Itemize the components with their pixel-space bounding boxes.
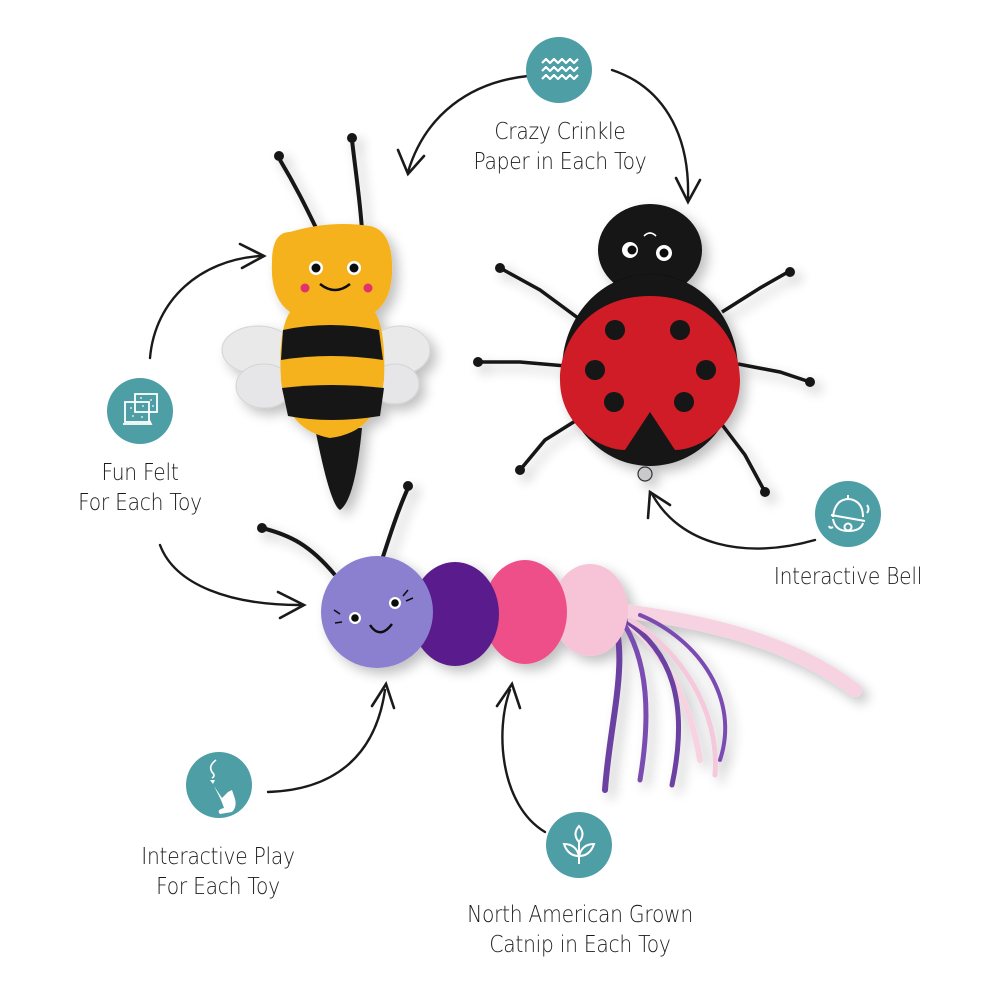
felt-sheets-icon	[123, 393, 158, 425]
bell-icon	[828, 495, 870, 533]
arrow-felt-to-caterpillar	[158, 543, 302, 607]
arrow-catnip-to-caterpillar	[501, 688, 547, 834]
felt-badge	[107, 378, 173, 444]
arrow-bell-to-ladybug	[650, 492, 817, 550]
caterpillar-toy	[257, 481, 862, 793]
play-label: Interactive Play For Each Toy	[141, 844, 295, 900]
arrow-felt-to-bee	[148, 254, 262, 360]
crinkle-label: Crazy Crinkle Paper in Each Toy	[473, 119, 647, 175]
felt-label: Fun Felt For Each Toy	[78, 460, 202, 516]
arrows	[148, 68, 817, 834]
arrow-crinkle-to-ladybug	[610, 68, 690, 200]
cat-playing-icon	[209, 759, 236, 814]
arrow-play-to-caterpillar	[266, 688, 387, 794]
plant-sprout-icon	[562, 824, 596, 864]
catnip-badge	[546, 812, 612, 878]
crinkle-badge	[526, 37, 592, 103]
catnip-label: North American Grown Catnip in Each Toy	[467, 902, 693, 958]
waves-icon	[541, 57, 579, 81]
bell-badge	[815, 481, 881, 547]
bell-label: Interactive Bell	[773, 564, 923, 590]
arrow-crinkle-to-bee	[406, 74, 530, 174]
ladybug-toy	[473, 204, 815, 497]
bee-toy	[221, 133, 431, 510]
play-badge	[186, 752, 252, 818]
